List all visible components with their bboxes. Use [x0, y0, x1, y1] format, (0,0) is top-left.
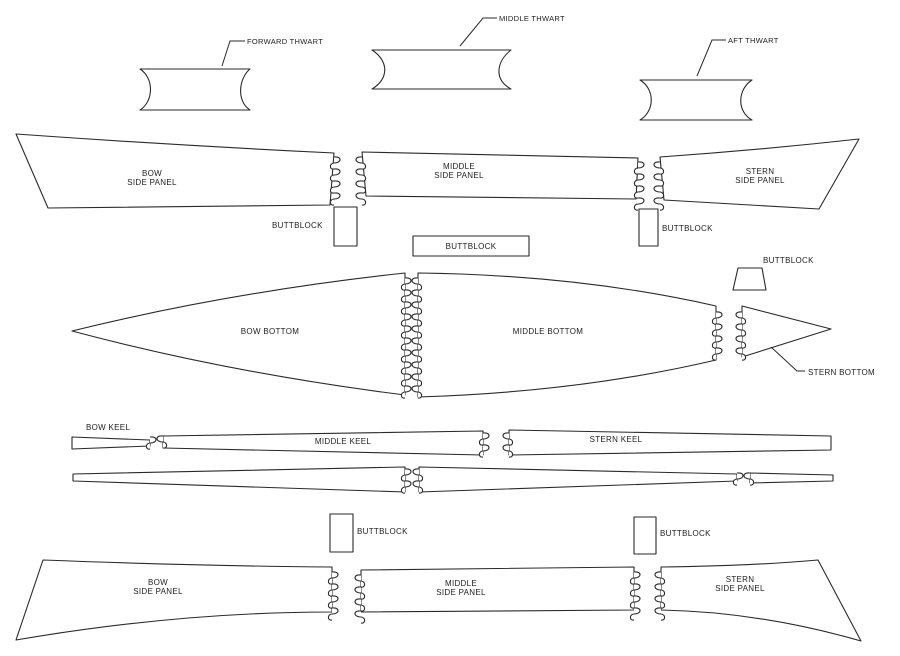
bow-side-panel-bottom-label-1: BOW: [148, 578, 168, 587]
middle-side-panel-bottom-label-2: SIDE PANEL: [436, 588, 486, 597]
middle-side-panel-top-label-1: MIDDLE: [443, 162, 475, 171]
stern-keel-upper-joint: [502, 432, 514, 458]
joint-finger-curve: [400, 468, 412, 494]
aft-thwart: [639, 79, 753, 121]
middle-side-panel-bottom-joint-left: [354, 574, 366, 624]
stern-side-panel-top-joint: [653, 161, 665, 211]
middle-bottom-label: MIDDLE BOTTOM: [513, 327, 583, 336]
stern-side-panel-top-label-1: STERN: [746, 167, 775, 176]
buttblock-2-label: BUTTBLOCK: [662, 224, 713, 233]
bow-bottom-panel: [71, 272, 406, 396]
buttblock-3-label: BUTTBLOCK: [446, 242, 497, 251]
stern-side-panel-bottom-joint: [654, 571, 666, 621]
stern-side-panel-top-label-2: SIDE PANEL: [735, 176, 785, 185]
middle-thwart-leader: [459, 17, 497, 47]
stern-side-panel-top: [659, 138, 860, 210]
joint-finger-curve: [711, 311, 723, 361]
stern-keel-upper: [508, 429, 832, 456]
keel-lower-right-joint-right: [732, 472, 744, 486]
joint-finger-curve: [355, 156, 367, 206]
middle-thwart-label: MIDDLE THWART: [499, 14, 565, 23]
joint-finger-curve: [478, 432, 490, 458]
buttblock-5-label: BUTTBLOCK: [357, 527, 408, 536]
buttblock-6: [633, 516, 657, 555]
joint-finger-curve: [329, 156, 341, 206]
middle-side-panel-top-label-2: SIDE PANEL: [434, 171, 484, 180]
middle-side-panel-bottom-joint-right: [629, 571, 641, 621]
bow-side-panel-top: [15, 133, 335, 209]
joint-finger-curve: [743, 472, 755, 486]
middle-side-panel-bottom-label-1: MIDDLE: [445, 579, 477, 588]
middle-side-panel-top-joint-right: [633, 161, 645, 211]
bow-keel-label: BOW KEEL: [86, 423, 130, 432]
keel-lower-right-joint-left: [412, 468, 424, 494]
stern-bottom-leader: [770, 346, 805, 372]
keel-lower-left: [72, 466, 406, 493]
stern-bottom-panel: [741, 305, 832, 358]
keel-lower-tip: [749, 472, 834, 484]
joint-finger-curve: [327, 571, 339, 621]
joint-finger-curve: [653, 161, 665, 211]
forward-thwart-leader: [221, 40, 245, 67]
keel-lower-right: [418, 466, 738, 493]
bow-side-panel-bottom-joint: [327, 571, 339, 621]
middle-side-panel-top: [361, 151, 639, 200]
buttblock-4-label: BUTTBLOCK: [763, 256, 814, 265]
bow-bottom-label: BOW BOTTOM: [241, 327, 299, 336]
middle-keel-upper-joint-left: [156, 435, 168, 449]
forward-thwart: [139, 68, 251, 111]
buttblock-5: [329, 513, 354, 553]
bow-side-panel-bottom-label-2: SIDE PANEL: [133, 587, 183, 596]
joint-finger-curve: [735, 311, 747, 361]
buttblock-1-label: BUTTBLOCK: [272, 221, 323, 230]
keel-lower-left-joint: [400, 468, 412, 494]
stern-bottom-joint: [735, 311, 747, 361]
middle-bottom-joint-right: [711, 311, 723, 361]
middle-keel-upper-joint-right: [478, 432, 490, 458]
bow-side-panel-top-joint: [329, 156, 341, 206]
middle-keel-label: MIDDLE KEEL: [315, 437, 371, 446]
forward-thwart-label: FORWARD THWART: [247, 37, 323, 46]
joint-finger-curve: [411, 277, 423, 399]
bow-keel-joint: [145, 436, 157, 450]
middle-side-panel-top-joint-left: [355, 156, 367, 206]
stern-bottom-label: STERN BOTTOM: [808, 368, 875, 377]
aft-thwart-leader: [696, 39, 726, 77]
buttblock-4: [732, 267, 767, 291]
stern-side-panel-bottom-label-1: STERN: [726, 575, 755, 584]
joint-finger-curve: [654, 571, 666, 621]
buttblock-1: [333, 206, 358, 247]
stern-side-panel-bottom: [660, 559, 862, 642]
joint-finger-curve: [502, 432, 514, 458]
bow-side-panel-bottom: [15, 559, 333, 641]
bow-bottom-joint: [400, 277, 412, 399]
buttblock-2: [638, 208, 659, 247]
joint-finger-curve: [156, 435, 168, 449]
middle-thwart: [371, 49, 512, 90]
aft-thwart-label: AFT THWART: [728, 36, 779, 45]
stern-keel-label: STERN KEEL: [590, 435, 643, 444]
joint-finger-curve: [354, 574, 366, 624]
joint-finger-curve: [629, 571, 641, 621]
joint-finger-curve: [412, 468, 424, 494]
bow-keel: [71, 436, 151, 450]
joint-finger-curve: [633, 161, 645, 211]
stern-side-panel-bottom-label-2: SIDE PANEL: [715, 584, 765, 593]
bow-side-panel-top-label-1: BOW: [142, 169, 162, 178]
buttblock-3: [412, 235, 530, 257]
keel-lower-tip-joint: [743, 472, 755, 486]
middle-bottom-joint-left: [411, 277, 423, 399]
joint-finger-curve: [145, 436, 157, 450]
joint-finger-curve: [732, 472, 744, 486]
bow-side-panel-top-label-2: SIDE PANEL: [127, 178, 177, 187]
middle-side-panel-bottom: [360, 566, 635, 613]
buttblock-6-label: BUTTBLOCK: [660, 529, 711, 538]
joint-finger-curve: [400, 277, 412, 399]
